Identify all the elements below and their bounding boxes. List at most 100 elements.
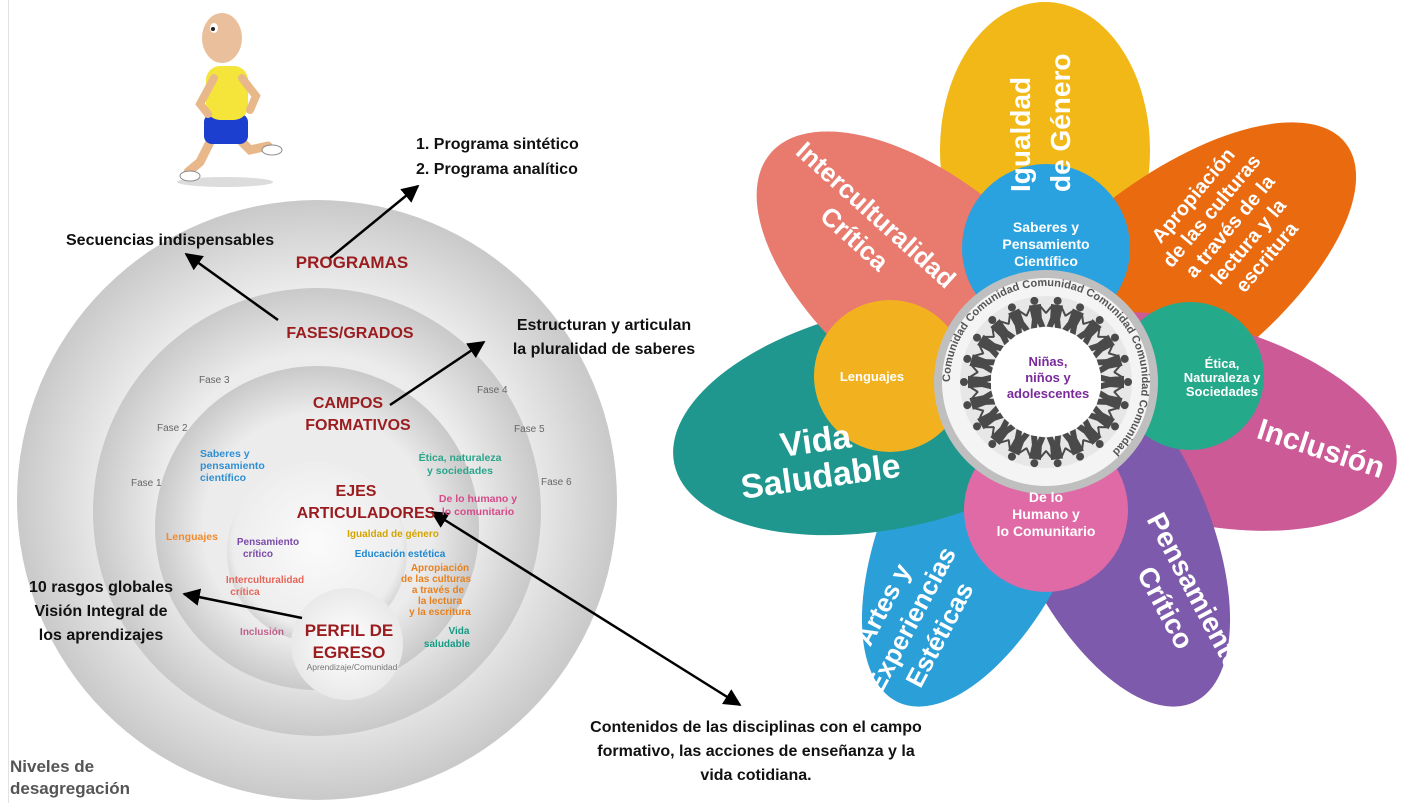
fase-label-1: Fase 1	[131, 478, 162, 489]
inner-label-etica-1: Ética,	[1205, 356, 1240, 371]
child-figure-icon	[963, 352, 996, 374]
center-label-3: adolescentes	[1007, 386, 1089, 401]
fase-label-6: Fase 6	[541, 477, 572, 488]
child-figure-icon	[1007, 429, 1030, 461]
eje-apropiacion-3: a través de	[412, 585, 465, 596]
inner-label-humano-3: lo Comunitario	[997, 523, 1096, 539]
inner-label-saberes-1: Saberes y	[1013, 219, 1079, 235]
child-figure-icon	[1007, 303, 1030, 335]
inner-label-saberes-3: Científico	[1014, 253, 1078, 269]
flower-diagram: Comunidad Comunidad Comunidad Comunidad …	[673, 2, 1397, 707]
eje-pensamiento-1: Pensamiento	[237, 537, 299, 548]
child-figure-icon	[1096, 390, 1129, 412]
child-figure-icon	[1088, 333, 1119, 359]
perfil-subtitle: Aprendizaje/Comunidad	[307, 662, 398, 672]
eje-igualdad: Igualdad de género	[347, 529, 439, 540]
child-figure-icon	[1025, 296, 1047, 329]
concentric-levels	[17, 200, 617, 800]
programs-list-item-2: 2. Programa analítico	[416, 161, 578, 178]
level-title-campos-2: FORMATIVOS	[305, 417, 411, 434]
annotation-rasgos-2: Visión Integral de	[34, 603, 167, 620]
annotation-contenidos-2: formativo, las acciones de enseñanza y l…	[597, 743, 915, 760]
campo-etica-1: Ética, naturaleza	[419, 451, 502, 464]
eje-apropiacion-2: de las culturas	[401, 574, 471, 585]
eje-apropiacion-5: y la escritura	[409, 607, 471, 618]
level-title-ejes-2: ARTICULADORES	[297, 505, 436, 522]
children-circle-icons	[960, 296, 1132, 468]
level-title-perfil-1: PERFIL DE	[305, 621, 393, 640]
child-figure-icon	[1045, 296, 1067, 329]
level-title-campos-1: CAMPOS	[313, 395, 384, 412]
eje-intercultural-1: Interculturalidad	[226, 575, 304, 586]
level-title-ejes-1: EJES	[336, 483, 377, 500]
center-label-1: Niñas,	[1028, 354, 1067, 369]
campo-saberes-3: científico	[200, 472, 246, 484]
child-figure-icon	[1045, 435, 1067, 468]
child-figure-icon	[988, 418, 1016, 448]
fase-label-2: Fase 2	[157, 423, 188, 434]
inner-label-etica-2: Naturaleza y	[1184, 370, 1261, 385]
campo-humano-2: lo comunitario	[442, 506, 514, 518]
campo-lenguajes: Lenguajes	[166, 531, 218, 543]
arrow-campos	[389, 340, 486, 407]
child-figure-icon	[1088, 405, 1119, 431]
child-figure-icon	[973, 405, 1004, 431]
annotation-rasgos-3: los aprendizajes	[39, 627, 164, 644]
annotation-contenidos-3: vida cotidiana.	[700, 767, 811, 784]
arrow-fases	[184, 252, 279, 322]
annotation-estructuran-1: Estructuran y articulan	[517, 317, 691, 334]
eje-apropiacion-4: la lectura	[418, 596, 462, 607]
arrow-perfil	[182, 588, 303, 620]
eje-inclusion: Inclusión	[240, 627, 284, 638]
eje-vida-2: saludable	[424, 639, 471, 650]
inner-label-saberes-2: Pensamiento	[1002, 236, 1089, 252]
running-man-icon	[177, 13, 283, 187]
inner-label-etica-3: Sociedades	[1186, 384, 1258, 399]
child-figure-icon	[1025, 435, 1047, 468]
child-figure-icon	[1062, 429, 1085, 461]
petal-label-igualdad-1: Igualdad	[1005, 77, 1036, 192]
programs-list-item-1: 1. Programa sintético	[416, 136, 579, 153]
fase-label-3: Fase 3	[199, 375, 230, 386]
level-title-perfil-2: EGRESO	[313, 643, 386, 662]
inner-label-lenguajes: Lenguajes	[840, 369, 904, 384]
child-figure-icon	[963, 390, 996, 412]
eje-apropiacion-1: Apropiación	[411, 563, 469, 574]
footer-label-1: Niveles de	[10, 757, 94, 776]
inner-label-humano-2: Humano y	[1012, 506, 1080, 522]
center-label-2: niños y	[1025, 370, 1071, 385]
child-figure-icon	[1062, 303, 1085, 335]
campo-saberes-2: pensamiento	[200, 460, 265, 472]
footer-label-2: desagregación	[10, 779, 130, 798]
left-border-line	[8, 0, 9, 803]
child-figure-icon	[988, 316, 1016, 346]
annotation-secuencias: Secuencias indispensables	[66, 232, 274, 249]
fase-label-5: Fase 5	[514, 424, 545, 435]
inner-circle-lenguajes	[814, 300, 966, 452]
child-figure-icon	[973, 333, 1004, 359]
child-figure-icon	[960, 371, 991, 393]
eje-educacion: Educación estética	[355, 549, 446, 560]
child-figure-icon	[1101, 371, 1132, 393]
fase-label-4: Fase 4	[477, 385, 508, 396]
center-disc	[991, 327, 1101, 437]
petal-label-igualdad-2: de Género	[1045, 54, 1076, 192]
child-figure-icon	[1076, 316, 1104, 346]
annotation-contenidos-1: Contenidos de las disciplinas con el cam…	[590, 719, 922, 736]
annotation-arrows	[182, 184, 742, 707]
inner-label-humano-1: De lo	[1029, 489, 1063, 505]
ring-perfil	[291, 588, 403, 700]
annotation-estructuran-2: la pluralidad de saberes	[513, 341, 695, 358]
arrow-programas	[329, 184, 420, 259]
campo-humano-1: De lo humano y	[439, 493, 517, 505]
campo-etica-2: y sociedades	[427, 465, 493, 477]
eje-vida-1: Vida	[449, 626, 470, 637]
level-title-programas: PROGRAMAS	[296, 253, 408, 272]
annotation-rasgos-1: 10 rasgos globales	[29, 579, 173, 596]
child-figure-icon	[1096, 352, 1129, 374]
eje-intercultural-2: crítica	[230, 587, 260, 598]
child-figure-icon	[1076, 418, 1104, 448]
arrow-ejes	[430, 510, 742, 707]
level-title-fases: FASES/GRADOS	[286, 325, 413, 342]
